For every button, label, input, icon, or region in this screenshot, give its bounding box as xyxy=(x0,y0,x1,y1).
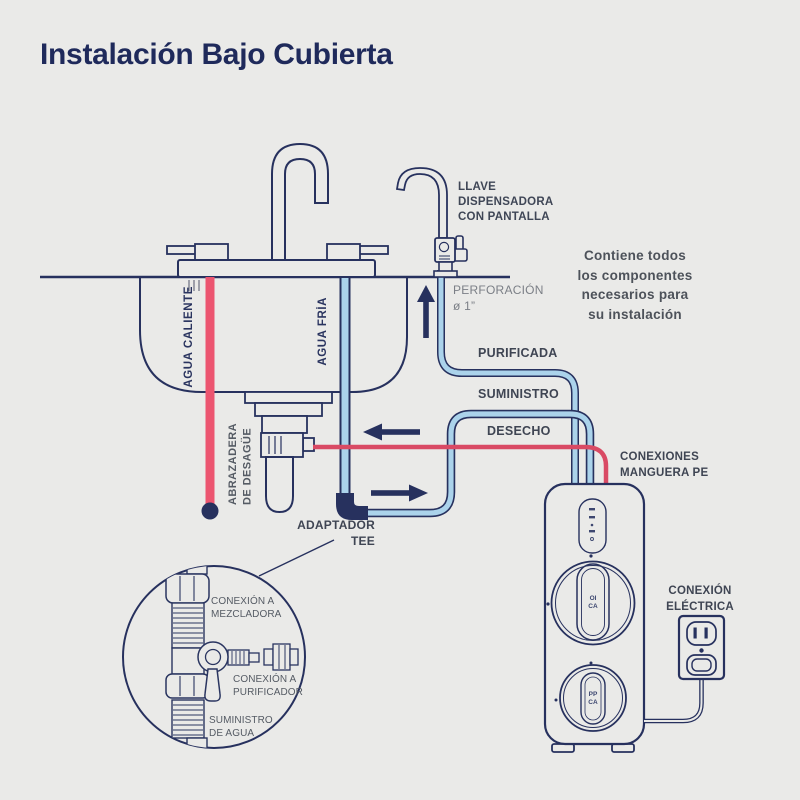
inset-valve-drawing xyxy=(165,566,299,748)
mixer-faucet xyxy=(166,142,389,278)
hot-water-pipe xyxy=(201,277,219,520)
supply-tube xyxy=(362,409,595,518)
filter-dial-2 xyxy=(559,664,627,732)
svg-text:CA: CA xyxy=(588,699,598,706)
hot-water-label: AGUA CALIENTE xyxy=(183,286,195,388)
arrow-left-icon xyxy=(363,423,420,441)
drain-clamp-label: ABRAZADERA DE DESAGÜE xyxy=(227,423,254,506)
inset-purifier-connection-label: CONEXIÓN A PURIFICADOR xyxy=(233,674,303,698)
pipe-end-cap xyxy=(201,502,219,520)
svg-text:PP: PP xyxy=(589,691,598,698)
outlet-slot xyxy=(704,627,708,639)
purified-tube xyxy=(437,270,579,489)
filter-dial-1 xyxy=(550,560,636,646)
svg-text:CA: CA xyxy=(588,603,598,610)
power-cord xyxy=(644,672,704,724)
outlet-slot xyxy=(693,627,697,639)
waste-line-label: DESECHO xyxy=(487,424,551,438)
purifier-display xyxy=(578,498,607,554)
display-indicators xyxy=(589,508,595,541)
perforation-label: PERFORACIÓN ø 1” xyxy=(453,283,544,313)
waste-line xyxy=(313,444,609,489)
purifier-filter-labels: OI CA PP CA xyxy=(588,595,598,706)
electrical-connection-label: CONEXIÓN ELÉCTRICA xyxy=(666,585,734,613)
inset-water-supply-label: SUMINISTRO DE AGUA xyxy=(209,715,273,739)
purifier-foot xyxy=(611,743,635,753)
purifier-foot xyxy=(551,743,575,753)
dispenser-faucet-label: LLAVE DISPENSADORA CON PANTALLA xyxy=(458,181,554,223)
components-note: Contiene todos los componentes necesario… xyxy=(577,248,693,322)
inset-mixer-connection-label: CONEXIÓN A MEZCLADORA xyxy=(211,596,282,620)
page-title: Instalación Bajo Cubierta xyxy=(40,38,393,71)
cold-water-label: AGUA FRÍA xyxy=(317,297,329,366)
tee-adapter-label: ADAPTADOR TEE xyxy=(297,518,375,548)
dispenser-faucet xyxy=(395,167,468,278)
supply-line-label: SUMINISTRO xyxy=(478,387,559,401)
inset-leader-line xyxy=(258,539,335,577)
pe-hose-label: CONEXIONES MANGUERA PE xyxy=(620,451,709,479)
power-outlet xyxy=(677,614,726,681)
supply-shank-hatch xyxy=(188,280,200,291)
sink-bowl xyxy=(139,277,408,393)
purified-line-label: PURIFICADA xyxy=(478,346,558,360)
outlet-screw xyxy=(699,648,704,653)
arrow-up-icon xyxy=(417,285,435,338)
purifier-unit xyxy=(543,482,646,753)
tee-adapter xyxy=(336,493,368,520)
svg-text:OI: OI xyxy=(590,595,597,602)
drain-assembly xyxy=(244,391,333,514)
arrow-right-icon xyxy=(371,484,428,502)
